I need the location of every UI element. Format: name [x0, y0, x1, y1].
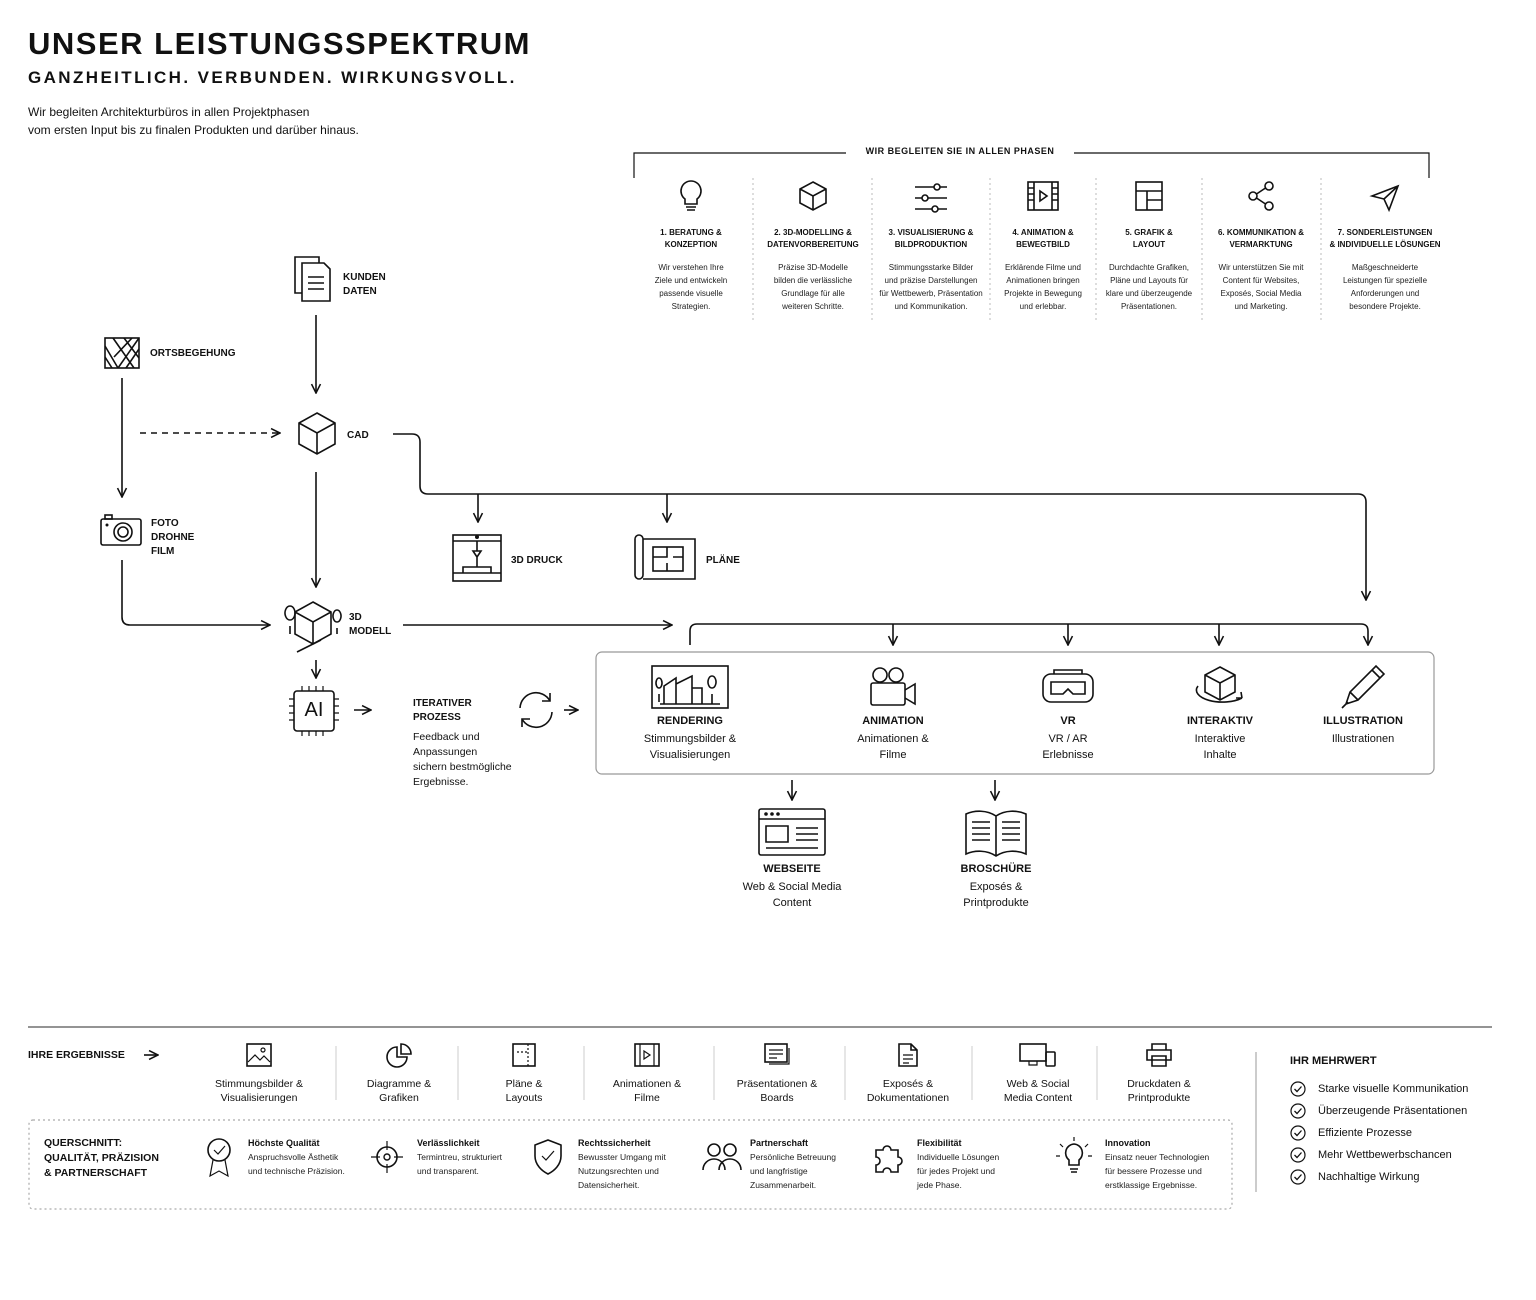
- node-3d-druck: 3D DRUCK: [511, 555, 563, 566]
- puzzle-icon: [875, 1145, 903, 1173]
- result-item: Diagramme &Grafiken: [334, 1042, 464, 1105]
- page-title: UNSER LEISTUNGSSPEKTRUM: [28, 26, 531, 61]
- check-circle-icon: [1290, 1103, 1306, 1119]
- rotate-cube-icon: [1195, 666, 1243, 703]
- result-item: Präsentationen &Boards: [712, 1042, 842, 1105]
- plan-icon: [512, 1043, 536, 1067]
- check-circle-icon: [1290, 1125, 1306, 1141]
- result-item: Stimmungsbilder &Visualisierungen: [194, 1042, 324, 1105]
- 3d-model-icon: [284, 601, 342, 653]
- shield-check-icon: [534, 1139, 562, 1175]
- cube-icon: [799, 181, 827, 211]
- ai-chip-icon: AI: [287, 684, 341, 738]
- crosshair-icon: [371, 1141, 403, 1173]
- phase-7: 7. SONDERLEISTUNGEN& INDIVIDUELLE LÖSUNG…: [1323, 178, 1447, 313]
- printer-icon: [1146, 1043, 1172, 1067]
- lightbulb-icon: [680, 180, 702, 211]
- mehrwert-panel: IHR MEHRWERT Starke visuelle Kommunikati…: [1290, 1055, 1468, 1188]
- board-icon: [764, 1043, 790, 1065]
- rendering-icon: [651, 665, 729, 709]
- phase-3: 3. VISUALISIERUNG &BILDPRODUKTION Stimmu…: [874, 178, 988, 313]
- check-circle-icon: [1290, 1169, 1306, 1185]
- pencil-icon: [1341, 664, 1386, 709]
- people-icon: [702, 1143, 742, 1171]
- result-item: Pläne &Layouts: [459, 1042, 589, 1105]
- mehrwert-item: Mehr Wettbewerbschancen: [1290, 1144, 1468, 1166]
- vr-headset-icon: [1042, 669, 1094, 703]
- result-item: Animationen &Filme: [582, 1042, 712, 1105]
- document-icon: [898, 1043, 918, 1067]
- phase-6: 6. KOMMUNIKATION &VERMARKTUNG Wir unters…: [1204, 178, 1318, 313]
- website-icon: [758, 808, 826, 856]
- paper-plane-icon: [1369, 184, 1400, 213]
- open-book-icon: [965, 810, 1027, 857]
- film-icon: [1027, 181, 1059, 211]
- mehrwert-item: Nachhaltige Wirkung: [1290, 1166, 1468, 1188]
- page-subtitle: GANZHEITLICH. VERBUNDEN. WIRKUNGSVOLL.: [28, 68, 517, 87]
- phase-5: 5. GRAFIK &LAYOUT Durchdachte Grafiken,P…: [1098, 178, 1200, 313]
- node-plaene: PLÄNE: [706, 555, 740, 566]
- intro-text: Wir begleiten Architekturbüros in allen …: [28, 105, 359, 137]
- mehrwert-item: Effiziente Prozesse: [1290, 1122, 1468, 1144]
- video-camera-icon: [870, 667, 916, 706]
- image-icon: [246, 1043, 272, 1067]
- output-broschuere: BROSCHÜRE Exposés &Printprodukte: [936, 806, 1056, 911]
- award-icon: [207, 1138, 231, 1178]
- film-icon: [634, 1043, 660, 1067]
- check-circle-icon: [1290, 1081, 1306, 1097]
- phase-2: 2. 3D-MODELLING &DATENVORBEREITUNG Präzi…: [757, 178, 869, 313]
- output-rendering: RENDERING Stimmungsbilder &Visualisierun…: [620, 664, 760, 763]
- sliders-icon: [915, 183, 947, 213]
- mehrwert-heading: IHR MEHRWERT: [1290, 1055, 1377, 1067]
- devices-icon: [1019, 1043, 1056, 1067]
- result-item: Exposés &Dokumentationen: [843, 1042, 973, 1105]
- documents-icon: [294, 256, 331, 302]
- quality-heading: QUERSCHNITT:QUALITÄT, PRÄZISION& PARTNER…: [44, 1137, 159, 1179]
- output-illustration: ILLUSTRATION Illustrationen: [1303, 664, 1423, 747]
- result-item: Druckdaten &Printprodukte: [1094, 1042, 1224, 1105]
- 3d-printer-icon: [452, 534, 502, 582]
- mehrwert-item: Starke visuelle Kommunikation: [1290, 1078, 1468, 1100]
- map-icon: [104, 337, 140, 369]
- idea-icon: [1056, 1137, 1092, 1173]
- share-icon: [1248, 181, 1274, 211]
- phase-4: 4. ANIMATION &BEWEGTBILD Erklärende Film…: [992, 178, 1094, 313]
- phase-1: 1. BERATUNG &KONZEPTION Wir verstehen Ih…: [640, 178, 742, 313]
- camera-icon: [100, 514, 142, 546]
- pie-chart-icon: [386, 1043, 412, 1068]
- layout-icon: [1135, 181, 1163, 211]
- refresh-cycle-icon: [519, 691, 553, 729]
- output-animation: ANIMATION Animationen &Filme: [833, 664, 953, 763]
- node-cad: CAD: [347, 430, 369, 441]
- ai-label: AI: [304, 699, 324, 721]
- check-circle-icon: [1290, 1147, 1306, 1163]
- node-ortsbegehung: ORTSBEGEHUNG: [150, 348, 236, 359]
- cube-icon: [298, 412, 336, 455]
- mehrwert-item: Überzeugende Präsentationen: [1290, 1100, 1468, 1122]
- plan-scroll-icon: [634, 534, 696, 580]
- phases-heading: WIR BEGLEITEN SIE IN ALLEN PHASEN: [865, 146, 1055, 156]
- results-heading: IHRE ERGEBNISSE: [28, 1049, 125, 1061]
